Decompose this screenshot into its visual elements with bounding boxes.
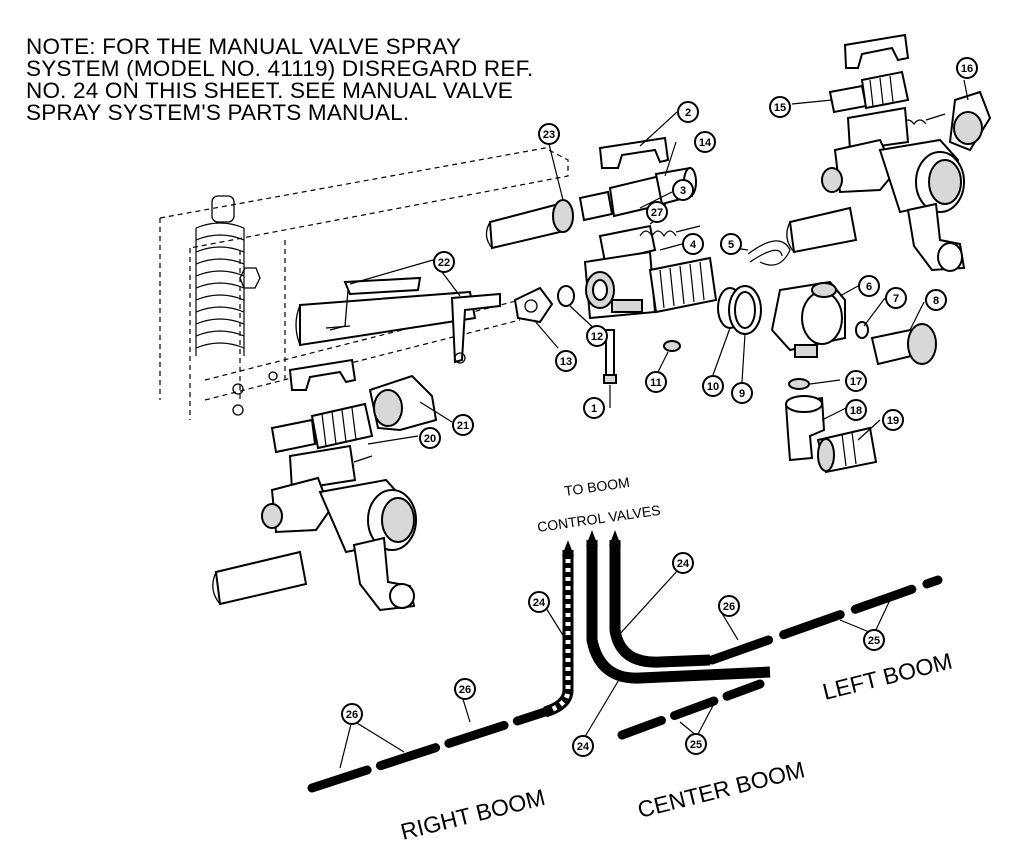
svg-text:14: 14 [699, 137, 712, 149]
boom-lines [307, 575, 943, 793]
callout-24-right: 24 [672, 552, 694, 574]
hose-label-line1: TO BOOM [563, 474, 630, 499]
callout-13: 13 [555, 350, 577, 372]
leader-lines [339, 79, 969, 769]
callout-10: 10 [702, 375, 724, 397]
callout-26-right-boom-b: 26 [341, 703, 363, 725]
right-boom-line [307, 707, 550, 793]
callout-23: 23 [538, 123, 560, 145]
callout-2: 2 [677, 101, 699, 123]
svg-text:2: 2 [685, 107, 691, 119]
svg-text:21: 21 [457, 420, 469, 432]
svg-text:15: 15 [774, 102, 786, 114]
svg-text:12: 12 [591, 331, 603, 343]
svg-text:19: 19 [887, 415, 899, 427]
callout-7: 7 [885, 287, 907, 309]
svg-text:26: 26 [459, 684, 471, 696]
callout-6: 6 [858, 275, 880, 297]
svg-text:20: 20 [424, 433, 436, 445]
callout-4: 4 [682, 233, 704, 255]
callout-19: 19 [882, 409, 904, 431]
callout-9: 9 [731, 382, 753, 404]
hose-arrow-center [586, 530, 598, 546]
svg-text:24: 24 [533, 597, 546, 609]
callout-20: 20 [419, 427, 441, 449]
svg-text:13: 13 [560, 356, 572, 368]
svg-text:8: 8 [933, 295, 939, 307]
svg-text:1: 1 [591, 403, 597, 415]
callout-12: 12 [586, 325, 608, 347]
callout-5: 5 [720, 233, 742, 255]
callout-1: 1 [583, 397, 605, 419]
svg-text:16: 16 [961, 63, 973, 75]
callout-18: 18 [845, 399, 867, 421]
svg-text:17: 17 [850, 376, 862, 388]
svg-text:27: 27 [651, 207, 663, 219]
center-pipe [295, 276, 501, 364]
hose-label-line2: CONTROL VALVES [536, 502, 661, 535]
left-boom-label: LEFT BOOM [820, 648, 955, 705]
callout-21: 21 [452, 414, 474, 436]
hose-arrow-left [562, 540, 574, 556]
callout-26-left-boom: 26 [718, 595, 740, 617]
hose-arrow-right [609, 530, 621, 546]
left-boom-line [707, 575, 943, 665]
callout-27: 27 [646, 201, 668, 223]
svg-text:7: 7 [893, 293, 899, 305]
upper-right-assembly [786, 33, 992, 272]
center-boom-label: CENTER BOOM [635, 756, 807, 823]
callout-24-left: 24 [528, 591, 550, 613]
svg-text:9: 9 [739, 388, 745, 400]
svg-text:6: 6 [866, 281, 872, 293]
svg-text:26: 26 [346, 709, 358, 721]
svg-text:24: 24 [677, 558, 690, 570]
callout-16: 16 [956, 57, 978, 79]
callout-14: 14 [694, 131, 716, 153]
valve-body-center [513, 224, 718, 384]
callout-15: 15 [769, 96, 791, 118]
callout-8: 8 [925, 289, 947, 311]
callout-24-bottom: 24 [572, 735, 594, 757]
svg-text:22: 22 [438, 257, 450, 269]
upper-tube [485, 136, 697, 250]
svg-text:23: 23 [543, 129, 555, 141]
svg-text:10: 10 [707, 381, 719, 393]
svg-text:26: 26 [723, 601, 735, 613]
callout-26-right-boom-a: 26 [454, 678, 476, 700]
hoses [543, 530, 771, 718]
valve-right-center [717, 240, 937, 366]
svg-text:5: 5 [728, 239, 734, 251]
svg-text:4: 4 [690, 239, 697, 251]
callout-25-left: 25 [863, 629, 885, 651]
svg-text:11: 11 [650, 377, 662, 389]
callout-25-center: 25 [685, 733, 707, 755]
callout-11: 11 [645, 371, 667, 393]
callout-17: 17 [845, 370, 867, 392]
right-boom-label: RIGHT BOOM [398, 784, 548, 845]
svg-text:24: 24 [577, 741, 590, 753]
lower-left-assembly [212, 358, 438, 612]
center-boom-line [617, 679, 765, 740]
callout-22: 22 [433, 251, 455, 273]
lower-fittings [784, 378, 878, 474]
svg-text:25: 25 [690, 739, 702, 751]
svg-text:3: 3 [680, 185, 686, 197]
svg-text:25: 25 [868, 635, 880, 647]
callout-3: 3 [672, 179, 694, 201]
svg-text:18: 18 [850, 405, 862, 417]
disregard-note: NOTE: FOR THE MANUAL VALVE SPRAY SYSTEM … [26, 34, 534, 125]
